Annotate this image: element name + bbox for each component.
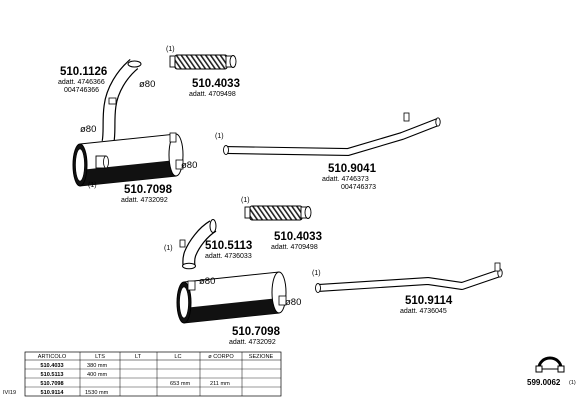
table-cell-lc: 653 mm [170, 381, 191, 387]
table-header-lt: LT [135, 354, 142, 360]
table-side-code: IVI19 [3, 390, 16, 396]
pipe-510-9041 [223, 112, 441, 156]
pipe-top-adatt-1: adatt. 4746373 [322, 176, 369, 183]
table-header-lts: LTS [95, 354, 105, 360]
flex-top-qty: (1) [166, 46, 175, 53]
tailpipe-top-part-number: 510.1126 [60, 66, 107, 78]
tailpipe-top-diameter-upper: ø80 [139, 79, 155, 90]
table-header-sezione: SEZIONE [249, 354, 274, 360]
muffler-top-qty: (1) [88, 182, 97, 189]
flex-bottom-part-number: 510.4033 [274, 231, 322, 243]
flex-top-adatt: adatt. 4709498 [189, 91, 236, 98]
pipe-top-qty: (1) [215, 133, 224, 140]
flex-bottom-qty: (1) [241, 197, 250, 204]
pipe-top-part-number: 510.9041 [328, 163, 377, 175]
table-cell-lts: 1530 mm [85, 390, 109, 396]
muffler-bottom-part-number: 510.7098 [232, 326, 281, 338]
pipe-bottom-part-number: 510.9114 [405, 295, 453, 307]
pipe-bottom-adatt: adatt. 4736045 [400, 308, 447, 315]
tailpipe-510-5113 [179, 219, 217, 270]
table-cell-lts: 400 mm [87, 372, 108, 378]
tailpipe-bottom-part-number: 510.5113 [205, 240, 252, 252]
clamp-icon [535, 356, 565, 373]
flex-pipe-510-4033-bottom [244, 205, 312, 221]
table-cell-lts: 380 mm [87, 363, 108, 369]
muffler-510-7098-bottom [176, 271, 287, 324]
muffler-bottom-adatt: adatt. 4732092 [229, 339, 276, 346]
table-cell-corpo: 211 mm [210, 381, 230, 387]
tailpipe-top-adatt-1: adatt. 4746366 [58, 79, 105, 86]
muffler-top-part-number: 510.7098 [124, 184, 173, 196]
table-header-lc: LC [174, 354, 181, 360]
muffler-top-adatt: adatt. 4732092 [121, 197, 168, 204]
table-cell-article: 510.9114 [40, 390, 64, 396]
pipe-top-adatt-2: 004746373 [341, 184, 376, 191]
muffler-510-7098-top [72, 132, 184, 187]
clamp-part-number: 599.0062 [527, 378, 561, 387]
muffler-bottom-diameter-left: ø80 [199, 276, 215, 287]
flex-bottom-adatt: adatt. 4709498 [271, 244, 318, 251]
tailpipe-510-1126 [101, 59, 142, 144]
flex-pipe-510-4033-top [169, 54, 237, 70]
clamp-qty: (1) [569, 380, 576, 386]
pipe-510-9114 [315, 262, 503, 293]
table-cell-article: 510.7098 [40, 381, 63, 387]
table-cell-article: 510.4033 [40, 363, 63, 369]
tailpipe-bottom-qty: (1) [164, 245, 173, 252]
tailpipe-top-adatt-2: 004746366 [64, 87, 99, 94]
dimension-table: ARTICOLO LTS LT LC ø CORPO SEZIONE 510.4… [24, 351, 282, 397]
flex-top-part-number: 510.4033 [192, 78, 240, 90]
table-header-articolo: ARTICOLO [38, 354, 67, 360]
tailpipe-top-diameter-lower: ø80 [80, 124, 96, 135]
table-cell-article: 510.5113 [40, 372, 63, 378]
muffler-bottom-diameter-right: ø80 [285, 297, 301, 308]
muffler-top-diameter: ø80 [181, 160, 197, 171]
table-header-corpo: ø CORPO [208, 354, 234, 360]
tailpipe-bottom-adatt: adatt. 4736033 [205, 253, 252, 260]
pipe-bottom-qty: (1) [312, 270, 321, 277]
